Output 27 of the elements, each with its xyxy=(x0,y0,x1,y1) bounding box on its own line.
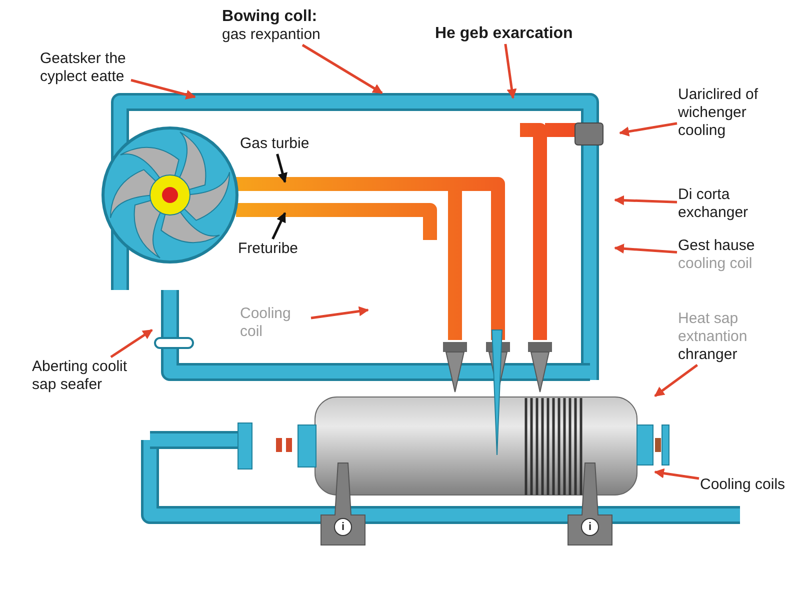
callout-label: Geatsker the cyplect eatte xyxy=(40,50,127,86)
leader-arrow xyxy=(110,328,153,358)
callout-label: Cooling coils xyxy=(700,476,786,494)
leader-arrow xyxy=(310,306,369,320)
leader-arrow xyxy=(654,468,700,480)
leader-arrow xyxy=(614,195,678,206)
callout-label: Gest hause xyxy=(678,237,755,255)
callout-label: Freturibe xyxy=(238,240,298,258)
callout-label: Aberting coolit sap seafer xyxy=(32,358,128,394)
leader-arrow xyxy=(272,212,286,240)
leader-arrow xyxy=(302,44,383,94)
callout-label: Bowing coll: xyxy=(222,8,318,26)
leader-arrow xyxy=(614,244,678,254)
leader-arrow xyxy=(619,122,678,136)
callout-label: Cooling coil xyxy=(240,305,292,341)
callout-label: chranger xyxy=(678,346,738,364)
callout-label: Di corta exchanger xyxy=(678,186,750,222)
callout-label: gas rexpantion xyxy=(222,26,320,44)
callout-label: He geb exarcation xyxy=(435,25,573,43)
leader-arrow xyxy=(276,154,288,183)
callout-label: Heat sap extnantion xyxy=(678,310,748,346)
callout-label: cooling coil xyxy=(678,255,754,273)
leader-arrow xyxy=(654,364,698,397)
callout-label: Uariclired of wichenger cooling xyxy=(678,86,760,140)
leader-arrow xyxy=(130,78,196,100)
leader-arrow xyxy=(504,44,517,99)
callout-label: Gas turbie xyxy=(240,135,310,153)
